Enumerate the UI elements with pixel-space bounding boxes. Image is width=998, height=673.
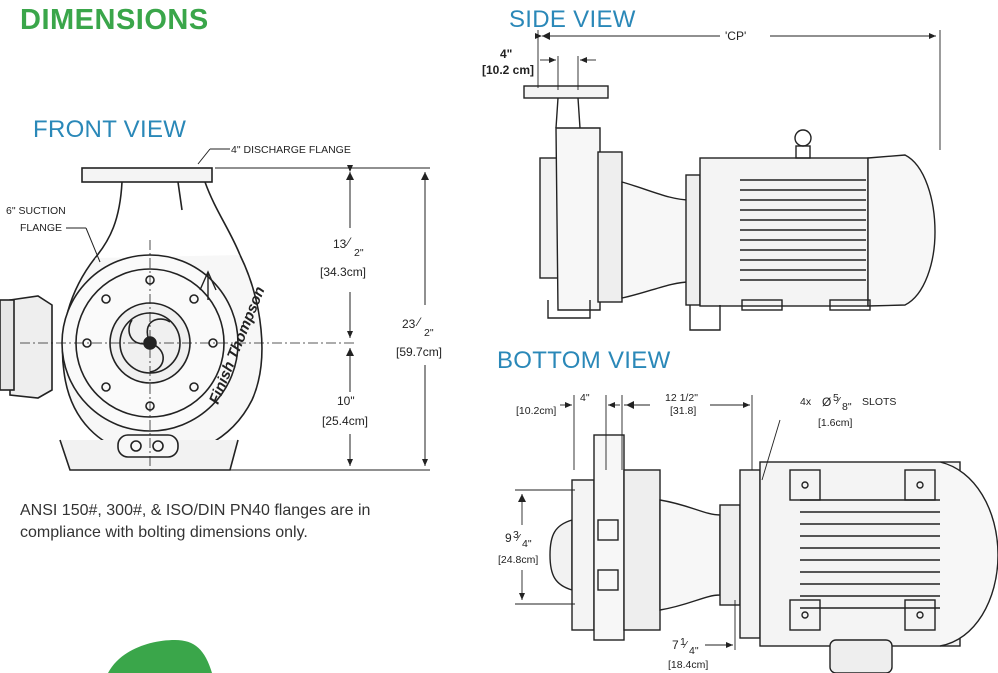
discharge-flange-label: 4" DISCHARGE FLANGE	[231, 144, 351, 156]
side-view-drawing	[523, 85, 936, 331]
side-view-title: SIDE VIEW	[509, 6, 636, 33]
bottom-c-dim-cm: [18.4cm]	[668, 659, 708, 671]
svg-text:2": 2"	[424, 327, 434, 339]
svg-text:2": 2"	[354, 247, 364, 259]
svg-text:⁄: ⁄	[835, 395, 842, 407]
front-lower-dim-in: 10"	[337, 394, 355, 408]
suction-flange-label-1: 6" SUCTION	[6, 205, 66, 217]
side-flange-dim-in: 4"	[500, 47, 512, 61]
svg-text:8": 8"	[842, 401, 852, 413]
side-cp-dim: 'CP'	[725, 29, 746, 43]
front-total-dim-in: 23	[402, 317, 416, 331]
bottom-view-title: BOTTOM VIEW	[497, 347, 671, 374]
flange-compliance-note: ANSI 150#, 300#, & ISO/DIN PN40 flanges …	[20, 502, 371, 541]
bottom-view-drawing	[549, 434, 998, 673]
front-view-title: FRONT VIEW	[33, 116, 187, 143]
svg-text:5: 5	[833, 392, 839, 404]
svg-text:⁄: ⁄	[515, 532, 522, 544]
front-total-dim-cm: [59.7cm]	[396, 345, 442, 359]
bottom-c-dim-in: 7	[672, 638, 679, 652]
svg-text:⁄: ⁄	[345, 235, 352, 249]
side-flange-dim-cm: [10.2 cm]	[482, 63, 534, 77]
front-lower-dim-cm: [25.4cm]	[322, 414, 368, 428]
bottom-b-dim-cm: [31.8]	[670, 405, 696, 417]
svg-text:⁄: ⁄	[682, 639, 689, 651]
bottom-a-dim-cm: [10.2cm]	[516, 405, 556, 417]
logo-badge-icon	[108, 640, 212, 673]
bottom-slots-label: SLOTS	[862, 396, 896, 408]
bottom-slots-cm: [1.6cm]	[818, 417, 853, 429]
bottom-height-dim-in: 9	[505, 531, 512, 545]
bottom-slots-count: 4x	[800, 396, 812, 408]
front-view-drawing	[0, 167, 355, 471]
front-upper-dim-in: 13	[333, 237, 347, 251]
suction-flange-label-2: FLANGE	[20, 222, 62, 234]
front-upper-dim-cm: [34.3cm]	[320, 265, 366, 279]
bottom-height-dim-cm: [24.8cm]	[498, 554, 538, 566]
svg-text:4": 4"	[689, 645, 699, 657]
svg-text:3: 3	[513, 529, 519, 541]
bottom-b-dim-in: 12 1/2"	[665, 392, 698, 404]
page-title: DIMENSIONS	[20, 4, 209, 36]
svg-text:4": 4"	[522, 538, 532, 550]
svg-text:⁄: ⁄	[415, 315, 422, 329]
svg-text:1: 1	[680, 636, 686, 648]
bottom-a-dim-in: 4"	[580, 392, 590, 404]
svg-text:Ø: Ø	[822, 395, 831, 409]
